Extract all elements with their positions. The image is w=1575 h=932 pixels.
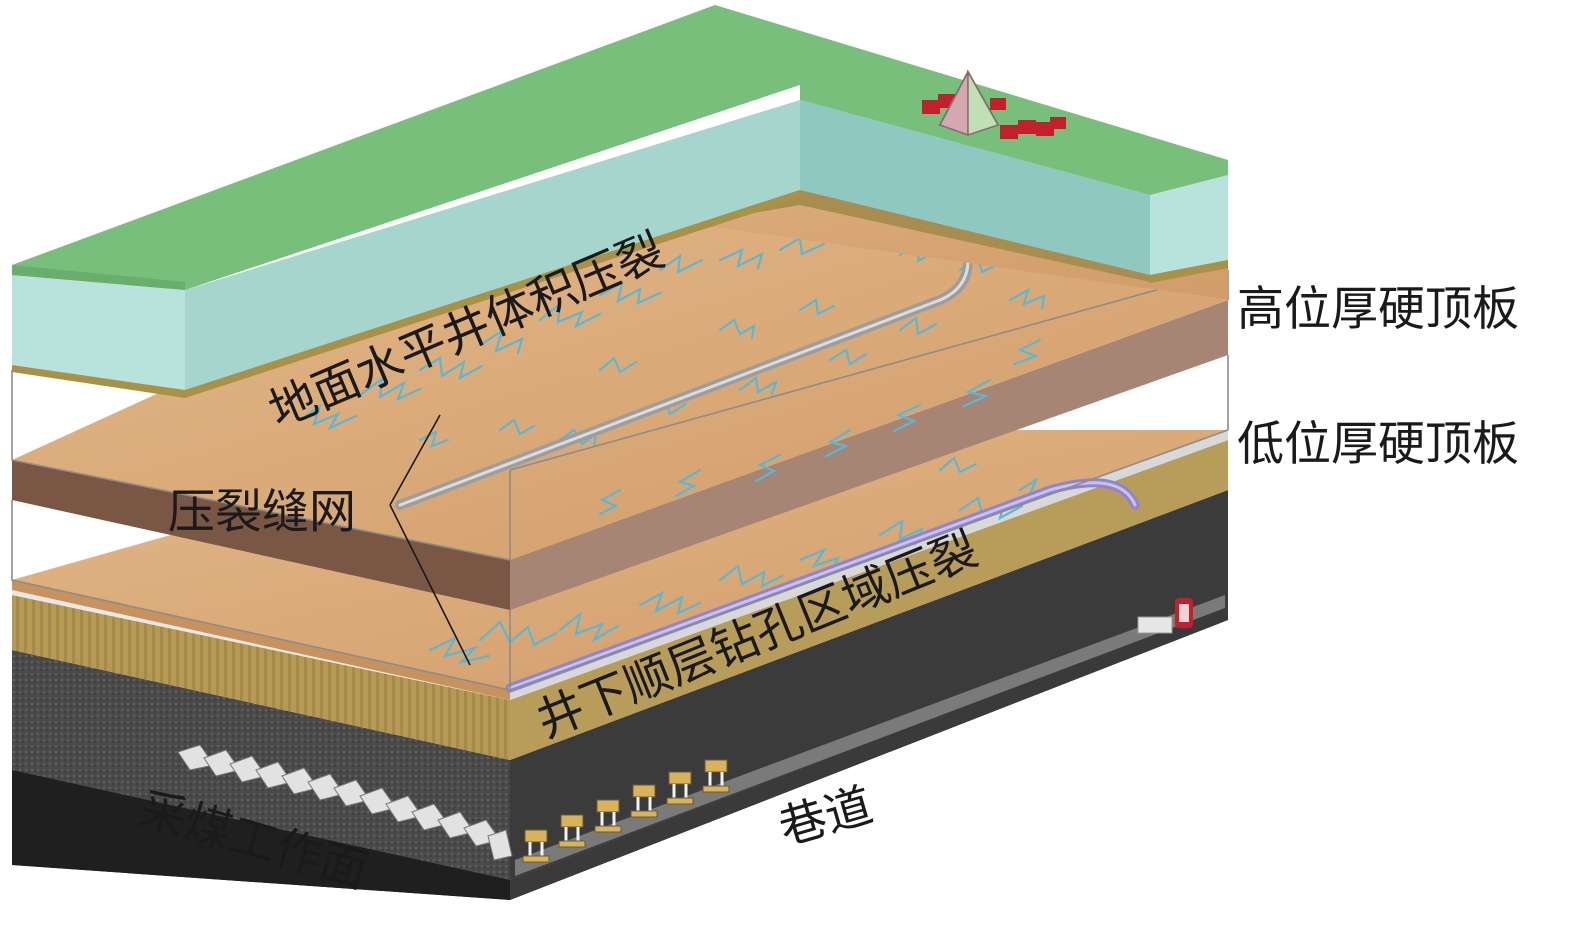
roadway-equipment [1137, 598, 1193, 634]
label-frac-network: 压裂缝网 [168, 485, 356, 540]
wellhead-equipment [922, 69, 1066, 139]
label-high-roof: 高位厚硬顶板 [1237, 282, 1519, 337]
label-low-roof: 低位厚硬顶板 [1237, 417, 1519, 472]
hydraulic-supports [522, 759, 730, 863]
leader-lines [389, 414, 471, 666]
low-roof-layer [12, 205, 1228, 610]
surface-fracture-network [298, 226, 1046, 516]
top-layer [12, 5, 1228, 398]
shearer-conveyor [177, 744, 513, 861]
low-roof-frame [11, 355, 1229, 691]
